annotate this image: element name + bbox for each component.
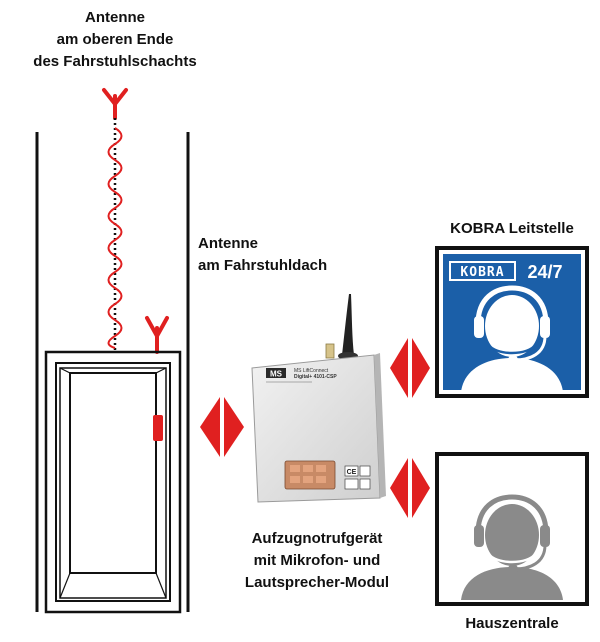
double-arrow-icon [200, 397, 244, 457]
elevator-device-marker [153, 415, 163, 441]
label-roof-antenna: Antenne am Fahrstuhldach [198, 233, 358, 277]
headset-person-icon [461, 285, 563, 392]
label-line: am oberen Ende [56, 31, 174, 48]
device-ce-badge: CE [347, 469, 357, 476]
label-device: Aufzugnotrufgerät mit Mikrofon- und Laut… [222, 528, 412, 594]
label-top-antenna: Antenne am oberen Ende des Fahrstuhlscha… [18, 7, 212, 73]
label-kobra-title: KOBRA Leitstelle [450, 220, 574, 237]
label-line: Lautsprecher-Modul [244, 574, 390, 591]
device-model-line2: Digital+ 4101-CSP [294, 374, 337, 380]
kobra-logo: KOBRA [460, 265, 504, 280]
label-house-title: Hauszentrale [465, 615, 559, 632]
label-line: Aufzugnotrufgerät [251, 530, 383, 547]
label-line: des Fahrstuhlschachts [33, 53, 197, 70]
device-model-line1: MS LiftConnect [294, 368, 329, 374]
emergency-call-device: MS MS LiftConnect Digital+ 4101-CSP CE [251, 294, 386, 503]
headset-person-icon [461, 494, 563, 600]
antenna-icon [102, 88, 128, 120]
label-line: Antenne [85, 9, 145, 26]
kobra-card: KOBRA 24/7 [435, 246, 589, 398]
label-line: Antenne [198, 235, 258, 252]
double-arrow-icon [390, 458, 430, 518]
signal-wave [107, 127, 123, 349]
elevator-car [44, 350, 182, 614]
label-line: am Fahrstuhldach [198, 257, 328, 274]
device-brand: MS [270, 370, 283, 379]
kobra-hours: 24/7 [527, 262, 562, 282]
label-line: mit Mikrofon- und [253, 552, 381, 569]
hauszentrale-card [435, 452, 589, 606]
antenna-icon [145, 316, 169, 354]
double-arrow-icon [390, 338, 430, 398]
